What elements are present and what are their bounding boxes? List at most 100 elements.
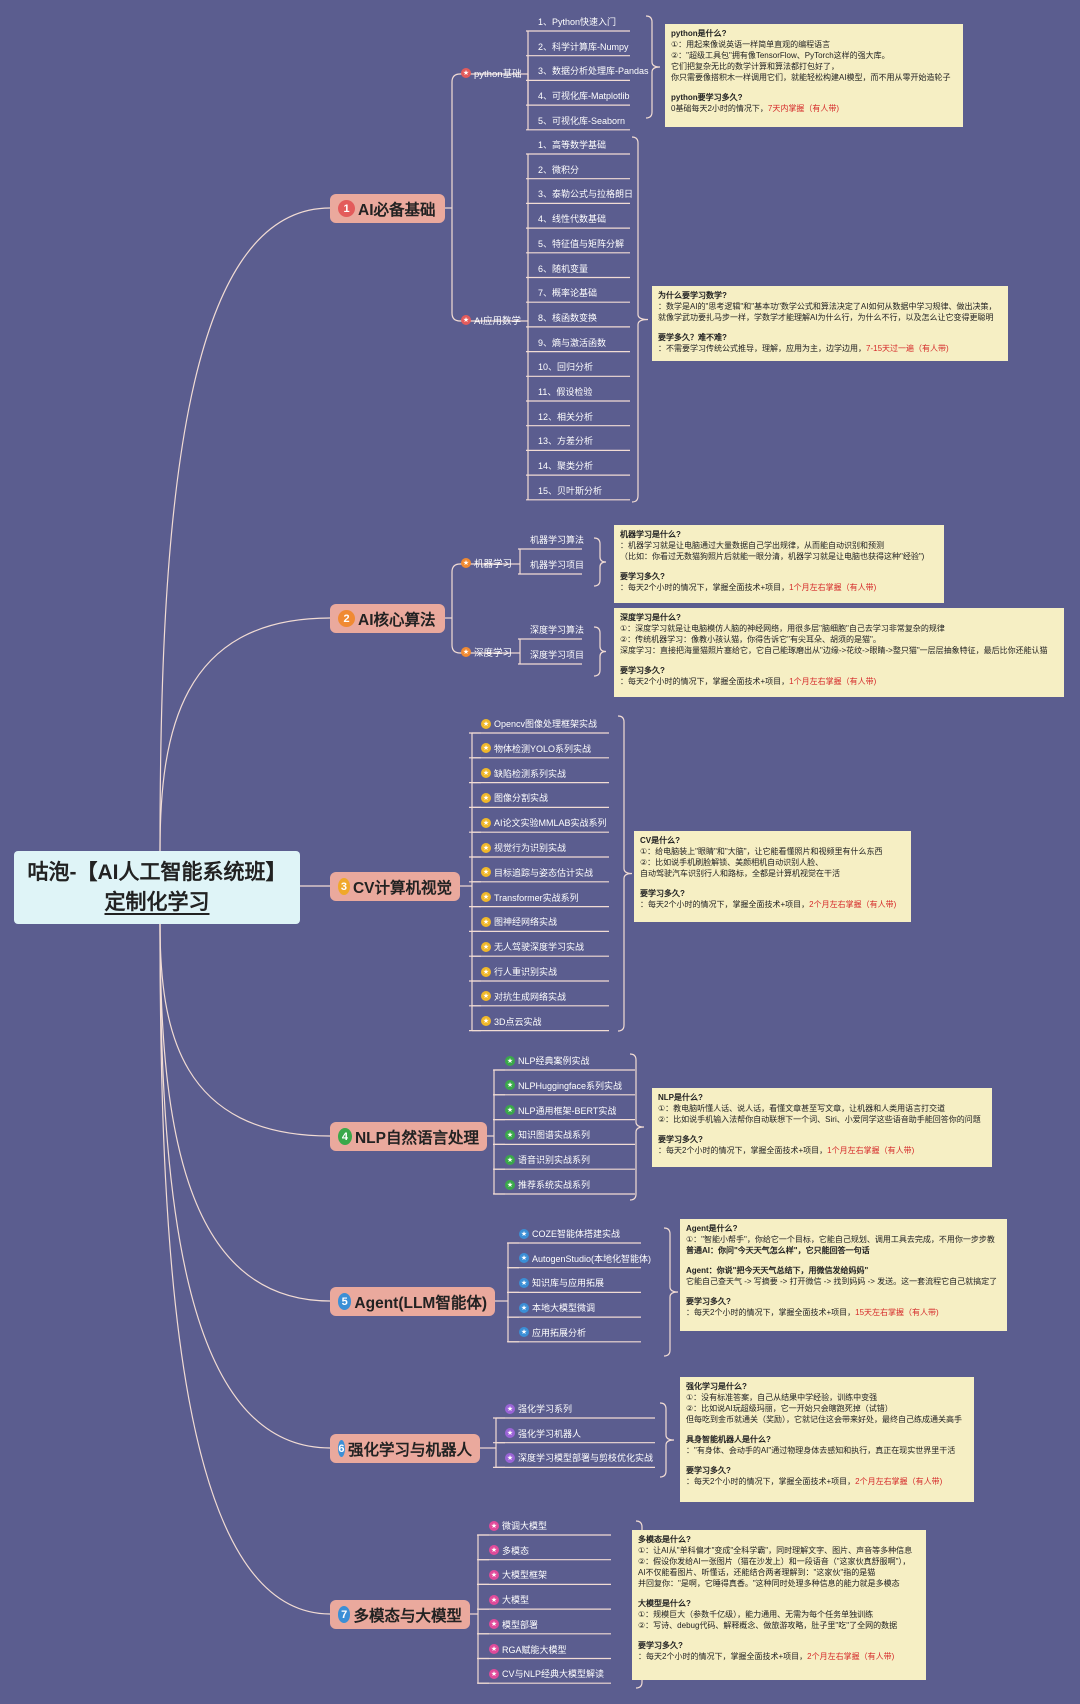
leaf-label: 深度学习模型部署与剪枝优化实战: [518, 1453, 654, 1464]
leaf-item[interactable]: 8、核函数变换: [538, 311, 597, 324]
leaf-item[interactable]: 7、概率论基础: [538, 286, 597, 299]
leaf-item[interactable]: ★推荐系统实战系列: [505, 1178, 590, 1191]
leaf-item[interactable]: ★微调大模型: [489, 1519, 547, 1532]
leaf-item[interactable]: ★强化学习系列: [505, 1402, 572, 1415]
note-line: ①：教电脑听懂人话、说人话，看懂文章甚至写文章，让机器和人类用语言打交道: [658, 1103, 986, 1114]
leaf-item[interactable]: ★CV与NLP经典大模型解读: [489, 1667, 604, 1680]
leaf-item[interactable]: 15、贝叶斯分析: [538, 484, 602, 497]
leaf-item[interactable]: ★模型部署: [489, 1618, 538, 1631]
leaf-item[interactable]: 机器学习项目: [530, 558, 584, 571]
leaf-item[interactable]: 2、科学计算库-Numpy: [538, 40, 629, 53]
star-icon: ★: [505, 1428, 515, 1439]
leaf-item[interactable]: ★3D点云实战: [481, 1015, 542, 1028]
leaf-item[interactable]: 1、高等数学基础: [538, 138, 606, 151]
sub-label: 深度学习: [474, 648, 513, 659]
leaf-item[interactable]: 9、熵与激活函数: [538, 336, 606, 349]
leaf-item[interactable]: ★对抗生成网络实战: [481, 990, 566, 1003]
note-text: 就像学武功要扎马步一样，学数学才能理解AI为什么行，为什么不行，以及怎么让它变得…: [658, 313, 994, 322]
sub-deep-learning[interactable]: ★深度学习: [461, 645, 512, 659]
leaf-label: 6、随机变量: [538, 263, 589, 274]
leaf-item[interactable]: ★视觉行为识别实战: [481, 841, 566, 854]
leaf-item[interactable]: 深度学习算法: [530, 623, 584, 636]
leaf-item[interactable]: ★深度学习模型部署与剪枝优化实战: [505, 1451, 653, 1464]
leaf-item[interactable]: 1、Python快速入门: [538, 15, 616, 28]
note-text: ：每天2个小时的情况下，掌握全面技术+项目，: [638, 1652, 808, 1661]
note-line: ：机器学习就是让电脑通过大量数据自己学出规律，从而能自动识别和预测: [620, 540, 938, 551]
leaf-item[interactable]: ★图神经网络实战: [481, 915, 557, 928]
root-subtitle: 定制化学习: [104, 890, 210, 914]
leaf-label: 1、Python快速入门: [538, 17, 617, 27]
leaf-item[interactable]: ★知识库与应用拓展: [519, 1276, 604, 1289]
leaf-item[interactable]: 14、聚类分析: [538, 459, 593, 472]
leaf-item[interactable]: ★NLP通用框架-BERT实战: [505, 1104, 616, 1117]
leaf-label: 本地大模型微调: [532, 1303, 596, 1314]
leaf-item[interactable]: 4、可视化库-Matplotlib: [538, 89, 630, 102]
leaf-item[interactable]: 13、方差分析: [538, 434, 593, 447]
leaf-item[interactable]: ★知识图谱实战系列: [505, 1128, 590, 1141]
note-text: （比如：你看过无数猫狗照片后就能一眼分清，机器学习就是让电脑也获得这种"经验"): [620, 552, 925, 561]
sub-machine-learning[interactable]: ★机器学习: [461, 556, 512, 570]
star-icon: ★: [481, 792, 491, 803]
note-spacer: [686, 1256, 1001, 1265]
leaf-item[interactable]: ★大模型: [489, 1593, 529, 1606]
branch-label: AI必备基础: [358, 201, 436, 219]
leaf-label: NLP通用框架-BERT实战: [518, 1105, 617, 1116]
leaf-item[interactable]: 深度学习项目: [530, 648, 584, 661]
leaf-item[interactable]: 5、可视化库-Seaborn: [538, 114, 625, 127]
star-icon: ★: [489, 1644, 499, 1654]
leaf-item[interactable]: ★缺陷检测系列实战: [481, 767, 566, 780]
sub-python-basics[interactable]: ★python基础: [461, 66, 522, 80]
leaf-item[interactable]: ★Opencv图像处理框架实战: [481, 717, 597, 730]
leaf-item[interactable]: 3、数据分析处理库-Pandas: [538, 64, 649, 77]
note-text: ①：用起来像说英语一样简单直观的编程语言: [671, 40, 831, 49]
leaf-item[interactable]: ★AutogenStudio(本地化智能体): [519, 1252, 651, 1265]
leaf-label: 物体检测YOLO系列实战: [494, 743, 592, 754]
leaf-item[interactable]: ★COZE智能体搭建实战: [519, 1227, 620, 1240]
note-text: 要学习多久?: [620, 572, 665, 581]
leaf-item[interactable]: ★NLP经典案例实战: [505, 1054, 590, 1067]
leaf-item[interactable]: ★强化学习机器人: [505, 1427, 581, 1440]
leaf-item[interactable]: ★RGA赋能大模型: [489, 1643, 567, 1656]
note-line: 你只需要像搭积木一样调用它们，就能轻松构建AI模型，而不用从零开始造轮子: [671, 72, 957, 83]
leaf-item[interactable]: ★目标追踪与姿态估计实战: [481, 866, 593, 879]
sub-ai-math[interactable]: ★AI应用数学: [461, 313, 521, 327]
leaf-item[interactable]: 6、随机变量: [538, 262, 588, 275]
note-line: ②：比如说手机刷脸解锁、美颜相机自动识别人脸、: [640, 857, 905, 868]
leaf-item[interactable]: 4、线性代数基础: [538, 212, 606, 225]
leaf-item[interactable]: 12、相关分析: [538, 410, 593, 423]
leaf-item[interactable]: ★AI论文实验MMLAB实战系列: [481, 816, 607, 829]
leaf-item[interactable]: ★应用拓展分析: [519, 1326, 586, 1339]
leaf-item[interactable]: ★语音识别实战系列: [505, 1153, 590, 1166]
leaf-item[interactable]: ★本地大模型微调: [519, 1301, 595, 1314]
leaf-item[interactable]: 2、微积分: [538, 163, 579, 176]
leaf-item[interactable]: ★Transformer实战系列: [481, 891, 579, 904]
leaf-item[interactable]: 10、回归分析: [538, 360, 593, 373]
leaf-label: 视觉行为识别实战: [494, 843, 567, 853]
root-node[interactable]: 咕泡-【AI人工智能系统班】 定制化学习: [14, 851, 300, 924]
leaf-item[interactable]: ★NLPHuggingface系列实战: [505, 1079, 622, 1092]
leaf-item[interactable]: 11、假设检验: [538, 385, 592, 398]
leaf-item[interactable]: ★多模态: [489, 1544, 529, 1557]
note-text: 自动驾驶汽车识别行人和路标，全都是计算机视觉在干活: [640, 869, 840, 878]
note-heading: 要学习多久?: [686, 1296, 1001, 1307]
note-text: Agent：你说"把今天天气总结下，用微信发给妈妈": [686, 1266, 869, 1275]
note-line: ②：写诗、debug代码、解释概念、做旅游攻略，肚子里"吃"了全网的数据: [638, 1620, 920, 1631]
note-heading: python是什么?: [671, 28, 957, 39]
leaf-item[interactable]: ★物体检测YOLO系列实战: [481, 742, 591, 755]
leaf-item[interactable]: 机器学习算法: [530, 533, 584, 546]
leaf-item[interactable]: ★行人重识别实战: [481, 965, 557, 978]
leaf-item[interactable]: ★大模型框架: [489, 1568, 547, 1581]
leaf-item[interactable]: 3、泰勒公式与拉格朗日: [538, 187, 633, 200]
leaf-item[interactable]: 5、特征值与矩阵分解: [538, 237, 624, 250]
leaf-item[interactable]: ★图像分割实战: [481, 791, 548, 804]
leaf-item[interactable]: ★无人驾驶深度学习实战: [481, 940, 584, 953]
note-heading: 要学多久？难不难?: [658, 332, 1002, 343]
